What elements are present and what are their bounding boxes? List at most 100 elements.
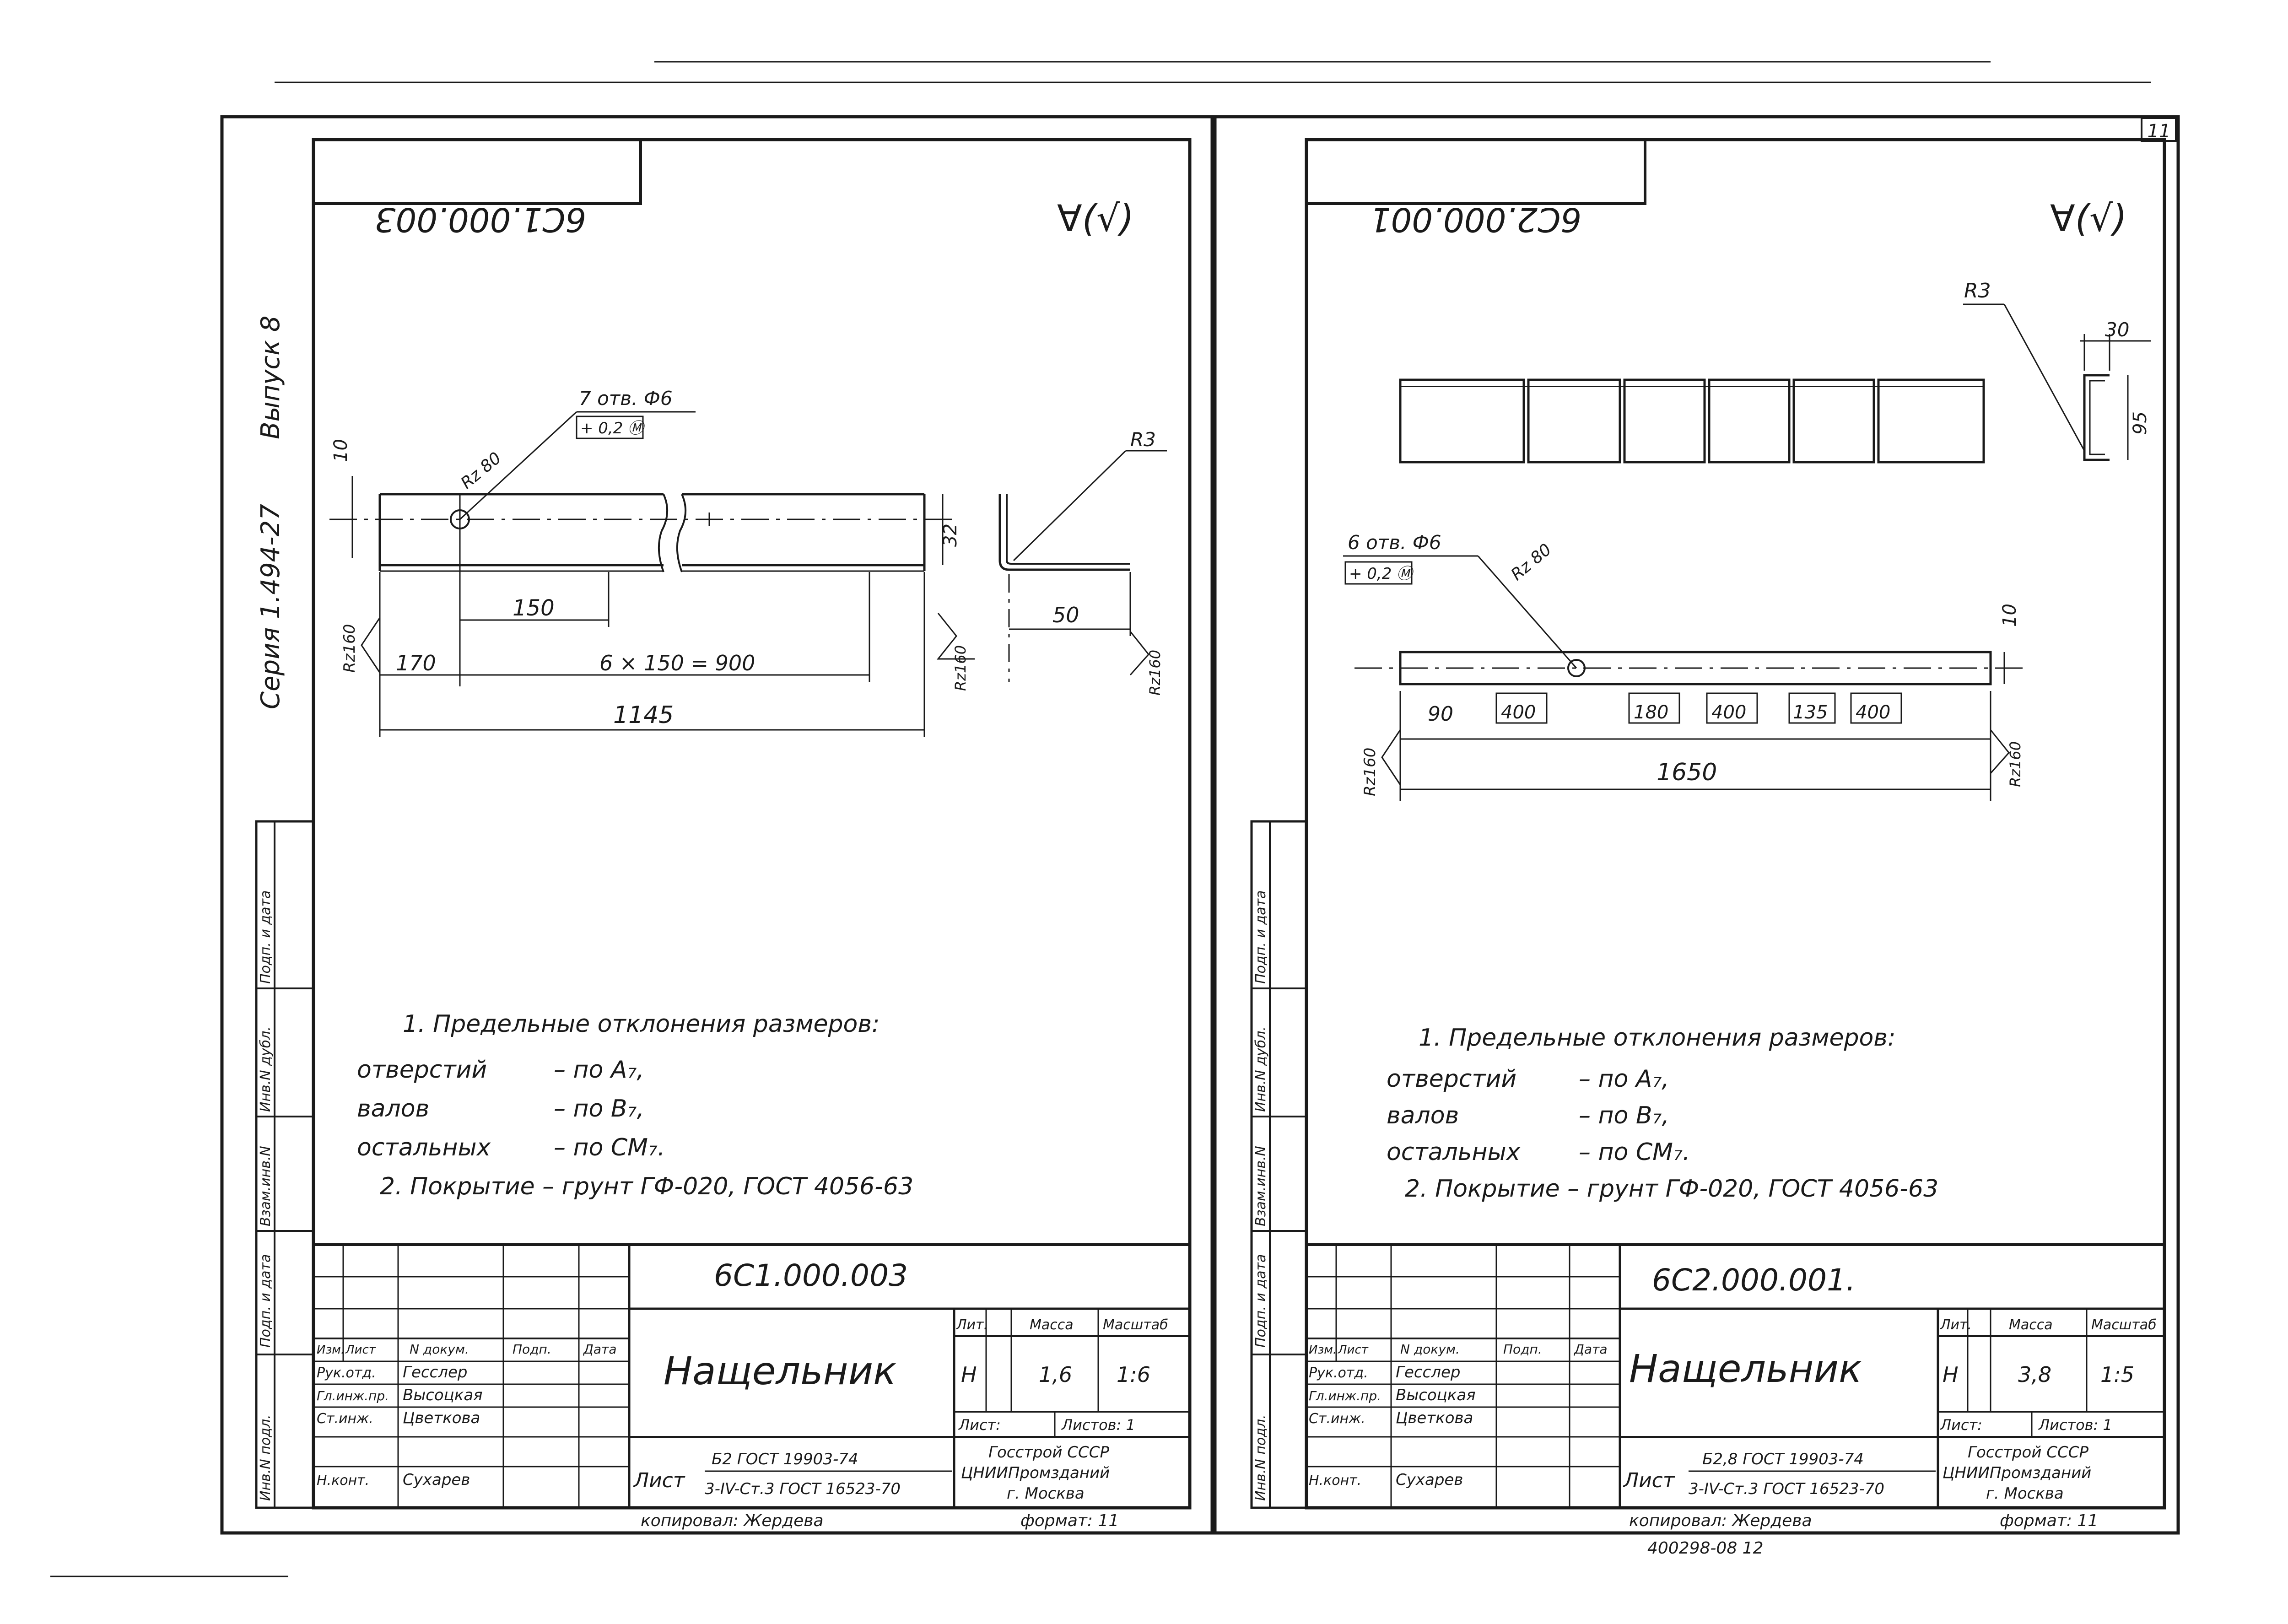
role-name: Гесслер xyxy=(1396,1363,1460,1381)
role-name: Цветкова xyxy=(1396,1409,1473,1427)
scale-label: Масштаб xyxy=(1103,1317,1168,1333)
mirror-code: 6С2.000.001 xyxy=(1370,200,1582,239)
mass-value: 1,6 xyxy=(1039,1362,1072,1387)
org-line: г. Москва xyxy=(1986,1484,2064,1503)
rz-mid: Rz160 xyxy=(952,645,969,691)
right-sidebar: Инв.N подл. Подп. и дата Взам.инв.N Инв.… xyxy=(1250,820,1308,1509)
mass-label: Масса xyxy=(1030,1317,1074,1333)
dim-total: 1650 xyxy=(1657,759,1717,786)
role: Н.конт. xyxy=(1309,1473,1361,1489)
note-row-label: валов xyxy=(1387,1102,1459,1129)
right-inner-frame xyxy=(1305,138,2166,1510)
col-header: N докум. xyxy=(410,1342,469,1357)
roughness-symbol: ∀(√) xyxy=(2050,197,2127,240)
note-row-label: остальных xyxy=(1387,1138,1521,1166)
tolerance-label: + 0,2 Ⓜ xyxy=(580,419,646,437)
dim-height: 32 xyxy=(940,523,961,547)
rz-hole: Rz 80 xyxy=(1507,540,1555,584)
role: Ст.инж. xyxy=(317,1411,373,1427)
col-header: Лист xyxy=(345,1343,376,1357)
dim-seg-1: 90 xyxy=(1428,702,1453,726)
sidebar2-stamp-5: Подп. и дата xyxy=(1253,890,1269,984)
notes-title: 1. Предельные отклонения размеров: xyxy=(403,1010,880,1038)
dim-profile-height: 95 xyxy=(2130,411,2151,435)
title-code: 6С1.000.003 xyxy=(714,1258,908,1293)
role-name: Сухарев xyxy=(1396,1471,1463,1489)
org-line: ЦНИИПромзданий xyxy=(961,1464,1110,1482)
radius-label: R3 xyxy=(1964,279,1991,302)
role: Гл.инж.пр. xyxy=(317,1388,389,1403)
dim-seg-4: 400 xyxy=(1711,702,1746,723)
sidebar2-stamp-1: Инв.N подл. xyxy=(1253,1414,1269,1501)
col-header: Лист xyxy=(1338,1343,1369,1357)
material-prefix: Лист xyxy=(1623,1469,1675,1492)
sheet-2: 6С2.000.001 ∀(√) 30 95 R3 xyxy=(1305,138,2164,1558)
role-name: Цветкова xyxy=(403,1409,480,1427)
panel-top-view xyxy=(1399,378,1985,464)
scale-label: Масштаб xyxy=(2091,1317,2157,1333)
org-line: Госстрой СССР xyxy=(1968,1443,2088,1462)
mirror-code-box xyxy=(1305,138,1646,205)
org-line: ЦНИИПромзданий xyxy=(1943,1464,2091,1482)
role: Гл.инж.пр. xyxy=(1309,1388,1381,1403)
notes-title: 1. Предельные отклонения размеров: xyxy=(1419,1024,1896,1052)
dim-thickness: 10 xyxy=(1999,604,2020,627)
mass-label: Масса xyxy=(2009,1317,2053,1333)
format-label: формат: 11 xyxy=(1020,1511,1119,1530)
col-header: Подп. xyxy=(513,1342,551,1357)
org-line: Госстрой СССР xyxy=(988,1443,1109,1462)
note-row-value: – по А₇, xyxy=(1579,1065,1669,1093)
role: Ст.инж. xyxy=(1309,1411,1365,1427)
roughness-symbol: ∀(√) xyxy=(1057,197,1134,240)
role: Н.конт. xyxy=(317,1473,369,1489)
sheet-label: Лист: xyxy=(1940,1416,1982,1434)
sidebar-stamp-4: Инв.N дубл. xyxy=(258,1026,274,1112)
material-prefix: Лист xyxy=(633,1469,685,1492)
sheets-count: Листов: 1 xyxy=(2038,1416,2112,1434)
note-row-label: отверстий xyxy=(357,1056,487,1084)
col-header: Дата xyxy=(583,1342,617,1357)
note-row-label: валов xyxy=(357,1095,429,1122)
role-name: Высоцкая xyxy=(1396,1386,1476,1404)
sidebar-stamp-2: Подп. и дата xyxy=(258,1254,274,1348)
format-label: формат: 11 xyxy=(2000,1511,2098,1530)
sidebar-stamp-5: Подп. и дата xyxy=(258,890,274,984)
role-name: Высоцкая xyxy=(403,1386,483,1404)
title-block: Изм. Лист N докум. Подп. Дата Рук.отд. Г… xyxy=(313,1243,1190,1508)
note-row-label: остальных xyxy=(357,1134,491,1161)
dim-seg-5: 135 xyxy=(1793,702,1828,723)
mass-value: 3,8 xyxy=(2018,1362,2051,1387)
sidebar-stamp-box-2 xyxy=(1250,820,1308,1509)
role: Рук.отд. xyxy=(1309,1365,1368,1381)
sidebar2-stamp-4: Инв.N дубл. xyxy=(1253,1026,1269,1112)
left-sidebar: Серия 1.494-27 Выпуск 8 Инв.N подл. Подп… xyxy=(255,316,315,1509)
note-row-value: – по В₇, xyxy=(1579,1102,1669,1129)
role-name: Сухарев xyxy=(403,1471,470,1489)
material-bottom: 3-IV-Ст.3 ГОСТ 16523-70 xyxy=(705,1480,901,1498)
title-block: Изм. Лист N докум. Подп. Дата Рук.отд. Г… xyxy=(1306,1243,2164,1508)
sheet-1: 6С1.000.003 ∀(√) 10 32 xyxy=(312,138,1190,1530)
note-row-value: – по В₇, xyxy=(554,1095,644,1122)
material-top: Б2 ГОСТ 19903-74 xyxy=(712,1450,858,1468)
note-row-value: – по СМ₇. xyxy=(1579,1138,1690,1166)
rz-hole: Rz 80 xyxy=(457,448,505,492)
scale-value: 1:5 xyxy=(2100,1362,2134,1387)
rz-left: Rz160 xyxy=(1361,748,1379,796)
col-header: Дата xyxy=(1573,1342,1608,1357)
series-label: Серия 1.494-27 xyxy=(256,504,286,709)
col-header: N докум. xyxy=(1400,1342,1460,1357)
note-row-value: – по А₇, xyxy=(554,1056,644,1084)
left-inner-frame xyxy=(312,138,1192,1510)
copied-by: копировал: Жердева xyxy=(641,1511,824,1530)
angle-profile xyxy=(329,493,1130,686)
page-number: 11 xyxy=(2148,121,2171,142)
material-top: Б2,8 ГОСТ 19903-74 xyxy=(1702,1450,1864,1468)
c-profile: 30 95 R3 xyxy=(1963,279,2151,461)
material-bottom: 3-IV-Ст.3 ГОСТ 16523-70 xyxy=(1689,1480,1884,1498)
rz-right: Rz160 xyxy=(2007,741,2024,787)
dim-seg-3: 180 xyxy=(1634,702,1668,723)
org-line: г. Москва xyxy=(1007,1484,1085,1503)
dim-seg-6: 400 xyxy=(1856,702,1890,723)
title-name: Нащельник xyxy=(1629,1346,1862,1391)
issue-label: Выпуск 8 xyxy=(256,316,286,439)
